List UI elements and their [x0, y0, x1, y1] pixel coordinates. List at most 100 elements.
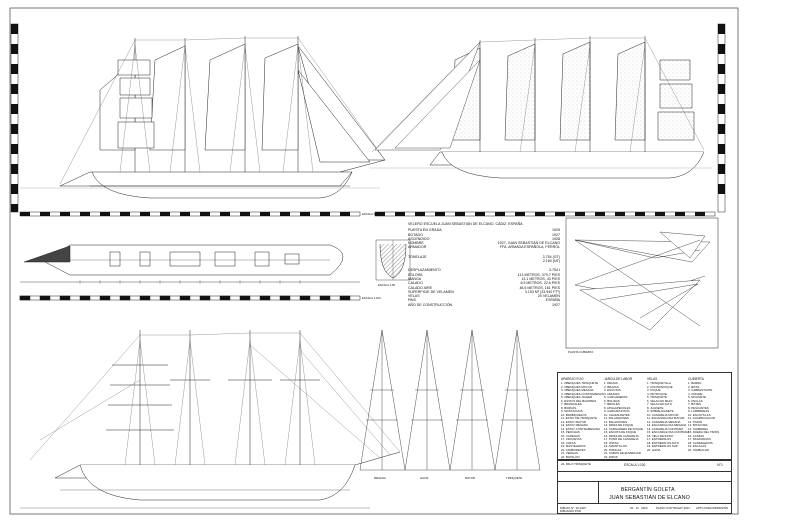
legend-heading: JARCIA DE LABOR	[604, 377, 633, 381]
legend-item: 18. OSTAS	[604, 441, 619, 445]
sheet-border	[9, 7, 739, 515]
legend-item: 4. CHIGRE	[688, 392, 703, 396]
legend-item: 16. VELA DE ESTAY	[647, 434, 674, 438]
ship-type: BERGANTÍN GOLETA	[621, 487, 675, 493]
rigging-profile	[20, 330, 401, 509]
section-scale-label: ESCALA 1:50	[378, 283, 396, 287]
title-block-footer: DIBUJO N°: 02-1997 DIBUJADO POR 03 · 12 …	[558, 503, 731, 513]
legend-item: 9. LUMBRERAS	[688, 410, 710, 413]
legend-item: 6. ESTAYS DEL BAUPRÉS	[561, 399, 597, 403]
legend-heading: CUBIERTA	[688, 377, 704, 381]
legend-item: 8. APAGAPENOLES	[604, 406, 631, 410]
legend-item: 22. RIZOS	[604, 455, 618, 459]
legend-item: 13. ESTAY MESANA	[561, 424, 588, 427]
legend-item: 1. OBENQUES TRINQUETE	[561, 382, 599, 385]
legend-item: 11. ESTAY DE TRINQUETE	[561, 417, 597, 420]
rigging-plan-view	[565, 217, 719, 349]
legend-item: 16. DRIZA DE CANGREJA	[604, 434, 639, 438]
legend-item: 20. TAMBORETES	[561, 448, 586, 452]
legend-item: 5. CARGADERAS	[604, 396, 628, 399]
legend-heading: VELAS	[647, 377, 658, 381]
legend-item: 8. JUANETE	[647, 406, 664, 410]
legend-item: 12. TIMÓN	[688, 420, 703, 424]
legend-item: 21. VERGAS	[561, 452, 578, 455]
legend-item: 19. ESCALAS	[688, 445, 707, 448]
legend-item: 17. ENTREPALOS	[647, 438, 672, 441]
legend-item: 2. BITAS	[688, 385, 700, 389]
legend-item: 13. DRIZA DE FOQUE	[604, 424, 634, 427]
legend-item: 14. ESTAY CONTRAMESANA	[561, 427, 601, 431]
legend-item: 2. OBENQUES MAYOR	[561, 385, 592, 389]
legend-item: 3. FOQUE	[647, 389, 661, 392]
legend-item: 20. TRINCAS	[604, 448, 622, 452]
drawn-by: DIBUJADO POR	[560, 509, 581, 513]
legend-item: 19. MASTELEROS	[561, 445, 586, 448]
legend-item: 17. PASAMANOS	[688, 438, 711, 441]
legend-item: 16. CADENAS	[561, 434, 580, 438]
legend-item: 15. ESCOTA DE FOQUE	[604, 431, 637, 434]
legend-item: 10. BARBIQUEJOS	[561, 413, 587, 417]
legend-item: 15. ESCANDALOSA CONTRAM.	[647, 431, 690, 434]
legend-item: 11. PALANQUINES	[604, 417, 629, 420]
legend-item: 1. TRINQUETILLA	[647, 382, 671, 385]
spec-heading: VELERO ESCUELA JUAN SEBASTIÁN DE ELCANO,…	[408, 222, 523, 226]
legend-item: 2. CONTRAFOQUE	[647, 385, 673, 389]
legend-item: 10. CANGREJA MAYOR	[647, 413, 679, 417]
mast-label-4: TRINQUETE	[506, 476, 523, 480]
right-scale-ruler	[717, 23, 726, 213]
legend-item: 14. CARGADERA DE FOQUE	[604, 427, 643, 431]
legend-item: 10. CHAFALDETES	[604, 413, 630, 417]
legend-item: 20. GAVIA	[647, 448, 661, 452]
plan-label: PLANTA CUBIERTA	[568, 350, 594, 354]
print-note: APTO PARA IMPRESIÓN	[696, 506, 729, 510]
spec-row: 2.160 (NT)	[542, 259, 560, 264]
legend-item: 6. BOLINAS	[604, 399, 620, 403]
legend-item: 15. PERCHAS	[561, 431, 580, 434]
legend-item: 5. TRINQUETE	[647, 396, 667, 399]
legend-item: 7. BRANDALES	[561, 403, 582, 406]
legend-item: 3. OBENQUES MESANA	[561, 389, 594, 392]
legend-item: 17. CRUCETAS	[561, 438, 582, 441]
left-scale-ruler	[10, 23, 19, 213]
drawing-date: 03 · 12 · 2020	[630, 506, 648, 510]
legend-item: 4. PETIFOQUE	[647, 392, 667, 396]
legend-item: 5. OBENQUES JIGGER	[561, 396, 593, 399]
hull-cross-section	[375, 239, 411, 281]
title-block: ESCALA 1:100 N°1 BERGANTÍN GOLETA JUAN S…	[557, 460, 732, 514]
legend-item: 12. BALANCINES	[604, 420, 628, 424]
legend-item: 18. CANDELEROS	[688, 441, 713, 445]
ship-name: JUAN SEBASTIÁN DE ELCANO	[609, 495, 690, 501]
title-block-scale: ESCALA 1:100	[624, 463, 646, 467]
sheet-number: N°1	[717, 463, 723, 467]
legend-item: 9. SOBREJUANETE	[647, 410, 674, 413]
scale-label-mid: ESCALA 1:100	[362, 296, 381, 300]
legend-item: 8. BURDAS	[561, 406, 577, 410]
legend-item: 18. COFAS	[561, 441, 576, 445]
legend-item: 18. ENTREPALOS ALTO	[647, 441, 679, 445]
legend-item: 12. CANGREJA MESANA	[647, 420, 681, 424]
legend-heading: APAREJO FIJO	[561, 377, 584, 381]
legend-item: 21. CABOS DE ENVERGAR	[604, 452, 641, 455]
mast-elevations	[359, 329, 541, 471]
legend-item: 3. ESCOTAS	[604, 389, 621, 392]
sail-plan-outline	[20, 36, 386, 199]
mast-label-1: MESANA	[374, 476, 386, 480]
legend-item: 14. CHIMENEA	[688, 427, 709, 431]
legend-item: 10. ESCOTILLAS	[688, 413, 711, 417]
